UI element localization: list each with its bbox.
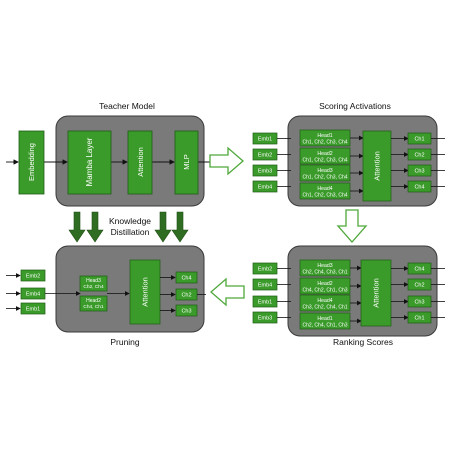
head-channels: Ch2, Ch4 bbox=[83, 284, 104, 290]
emb-label: Emb2 bbox=[258, 153, 272, 159]
head-name: Head1 bbox=[317, 316, 332, 322]
head-channels: Ch1, Ch2, Ch3, Ch4 bbox=[302, 158, 347, 164]
head-channels: Ch4, Ch2, Ch1, Ch3 bbox=[302, 288, 347, 294]
head-name: Head4 bbox=[317, 186, 332, 192]
emb-label: Emb2 bbox=[26, 274, 40, 280]
emb-label: Emb1 bbox=[26, 307, 40, 313]
head-name: Head3 bbox=[317, 263, 332, 269]
teacher-model-title: Teacher Model bbox=[99, 101, 155, 111]
out-label: Ch4 bbox=[414, 185, 424, 191]
out-label: Ch4 bbox=[181, 276, 191, 282]
stack-attention-box bbox=[360, 259, 392, 327]
stack-attention-box bbox=[129, 259, 161, 325]
out-box bbox=[175, 304, 198, 317]
distillation-label: Distillation bbox=[111, 227, 150, 237]
emb-label: Emb2 bbox=[258, 267, 272, 273]
embedding-label: Embedding bbox=[27, 143, 36, 181]
emb-label: Emb4 bbox=[26, 292, 40, 298]
right-outline-arrow bbox=[209, 146, 244, 176]
head-name: Head1 bbox=[317, 133, 332, 139]
emb-label: Emb3 bbox=[258, 316, 272, 322]
head-channels: Ch2, Ch4, Ch1, Ch3 bbox=[302, 323, 347, 329]
teacher-attention-label: Attention bbox=[136, 147, 145, 177]
ranking-scores-title: Ranking Scores bbox=[333, 337, 393, 347]
head-box bbox=[79, 275, 108, 292]
head-channels: Ch2, Ch4, Ch3, Ch1 bbox=[302, 270, 347, 276]
emb-box bbox=[20, 302, 46, 315]
emb-label: Emb1 bbox=[258, 137, 272, 143]
stack-attention-label: Attention bbox=[373, 151, 382, 181]
mamba-layer-label: Mamba Layer bbox=[85, 137, 94, 186]
pruning-title: Pruning bbox=[110, 337, 140, 347]
head-channels: Ch4, Ch1 bbox=[83, 304, 104, 310]
knowledge-label: Knowledge bbox=[109, 216, 151, 226]
head-name: Head4 bbox=[317, 298, 332, 304]
emb-label: Emb1 bbox=[258, 300, 272, 306]
out-label: Ch3 bbox=[181, 309, 191, 315]
head-name: Head2 bbox=[86, 298, 101, 304]
distill-arrow-2 bbox=[86, 211, 104, 243]
head-channels: Ch1, Ch2, Ch3, Ch4 bbox=[302, 175, 347, 181]
distill-arrow-1 bbox=[68, 211, 86, 243]
mlp-label: MLP bbox=[182, 154, 191, 169]
stack-attention-label: Attention bbox=[141, 277, 150, 307]
head-name: Head3 bbox=[317, 168, 332, 174]
out-label: Ch1 bbox=[414, 137, 424, 143]
emb-label: Emb3 bbox=[258, 169, 272, 175]
out-label: Ch3 bbox=[414, 300, 424, 306]
left-outline-arrow bbox=[210, 277, 245, 307]
scoring-activations-title: Scoring Activations bbox=[319, 101, 391, 111]
emb-label: Emb4 bbox=[258, 283, 272, 289]
out-label: Ch2 bbox=[414, 153, 424, 159]
out-box bbox=[175, 271, 198, 284]
head-name: Head3 bbox=[86, 278, 101, 284]
distillation-arrows bbox=[68, 211, 189, 243]
out-label: Ch3 bbox=[414, 169, 424, 175]
distill-arrow-3 bbox=[154, 211, 172, 243]
stack-attention-box bbox=[362, 130, 392, 202]
out-label: Ch4 bbox=[414, 267, 424, 273]
head-channels: Ch3, Ch2, Ch4, Ch1 bbox=[302, 305, 347, 311]
mamba-layer-block: Mamba Layer bbox=[67, 130, 112, 195]
down-outline-arrow bbox=[336, 209, 368, 243]
mlp-block: MLP bbox=[174, 130, 199, 195]
distill-arrow-4 bbox=[171, 211, 189, 243]
out-label: Ch2 bbox=[181, 293, 191, 299]
head-name: Head2 bbox=[317, 151, 332, 157]
head-channels: Ch1, Ch2, Ch3, Ch4 bbox=[302, 140, 347, 146]
teacher-attention-block: Attention bbox=[127, 130, 153, 195]
head-name: Head2 bbox=[317, 281, 332, 287]
out-label: Ch2 bbox=[414, 283, 424, 289]
emb-box bbox=[20, 269, 46, 282]
head-channels: Ch1, Ch2, Ch3, Ch4 bbox=[302, 193, 347, 199]
stack-attention-label: Attention bbox=[372, 278, 381, 308]
out-label: Ch1 bbox=[414, 316, 424, 322]
embedding-block: Embedding bbox=[18, 130, 45, 195]
emb-label: Emb4 bbox=[258, 185, 272, 191]
head-box bbox=[79, 295, 108, 312]
